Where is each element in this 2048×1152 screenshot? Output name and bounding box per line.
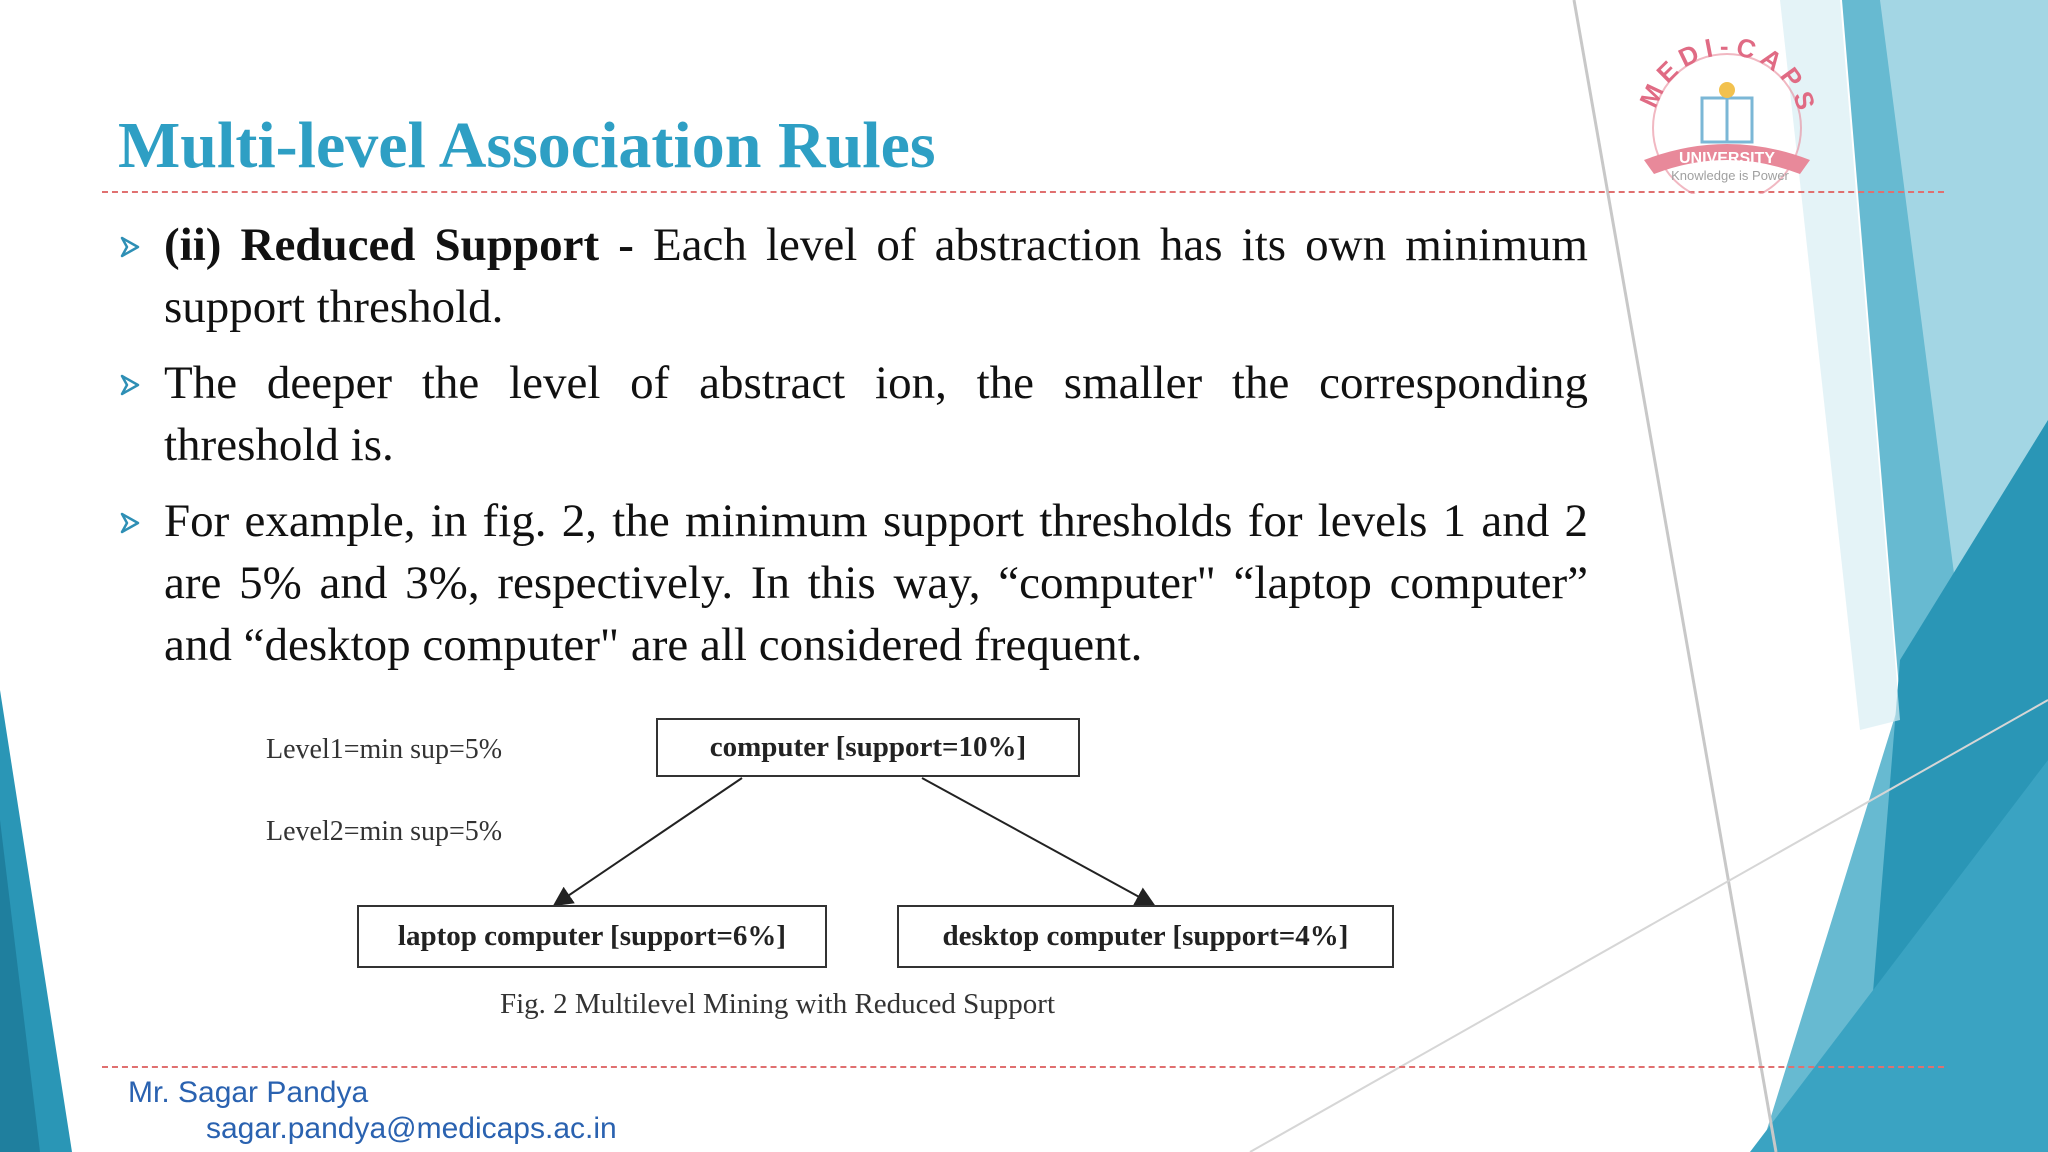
laptop-computer-node: laptop computer [support=6%]	[357, 905, 827, 968]
level2-threshold-label: Level2=min sup=5%	[266, 816, 503, 847]
bullet-item: (ii) Reduced Support - Each level of abs…	[118, 214, 1588, 338]
title-divider	[102, 191, 1944, 193]
author-email: sagar.pandya@medicaps.ac.in	[206, 1112, 617, 1145]
hierarchy-figure: Level1=min sup=5% Level2=min sup=5% comp…	[240, 700, 1460, 1030]
medicaps-logo: MEDI-CAPS UNIVERSITY	[1633, 31, 1817, 194]
bullet-item: For example, in fig. 2, the minimum supp…	[118, 490, 1588, 676]
logo-tagline: Knowledge is Power	[1671, 168, 1789, 183]
bullet-text: For example, in fig. 2, the minimum supp…	[164, 495, 1588, 671]
root-node: computer [support=10%]	[656, 718, 1080, 777]
bullet-text: The deeper the level of abstract ion, th…	[164, 357, 1588, 471]
logo-ribbon-text: UNIVERSITY	[1679, 150, 1775, 167]
level1-threshold-label: Level1=min sup=5%	[266, 734, 503, 765]
author-name: Mr. Sagar Pandya	[128, 1076, 369, 1109]
slide-title: Multi-level Association Rules	[118, 109, 936, 182]
bullet-item: The deeper the level of abstract ion, th…	[118, 352, 1588, 476]
arrow-bullet-icon	[120, 512, 140, 534]
footer-divider	[102, 1066, 1944, 1068]
hierarchy-edges	[552, 777, 1156, 907]
figure-caption: Fig. 2 Multilevel Mining with Reduced Su…	[500, 988, 1056, 1020]
desktop-computer-node: desktop computer [support=4%]	[897, 905, 1394, 968]
bullet-bold-lead: (ii) Reduced Support -	[164, 219, 634, 271]
arrow-bullet-icon	[120, 374, 140, 396]
arrow-bullet-icon	[120, 236, 140, 258]
bullet-text: Each level of abstraction has its own mi…	[164, 219, 1588, 333]
bullet-list: (ii) Reduced Support - Each level of abs…	[118, 214, 1588, 690]
